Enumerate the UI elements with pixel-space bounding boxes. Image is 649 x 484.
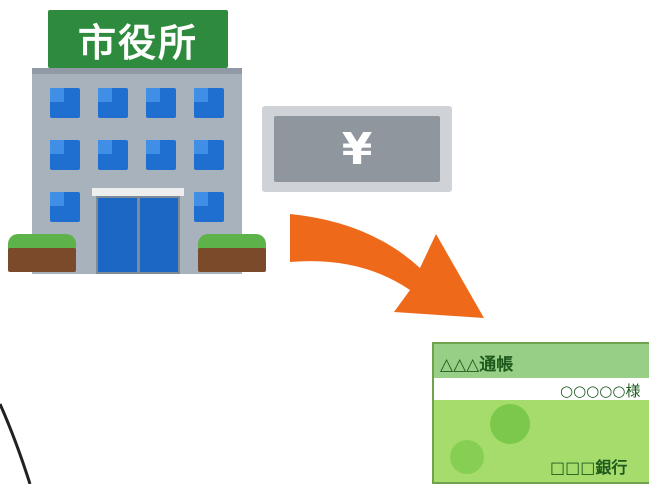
window [146, 88, 176, 118]
bush-icon [8, 234, 76, 252]
planter-left [8, 234, 76, 278]
window [194, 192, 224, 222]
window [194, 140, 224, 170]
passbook-holder-name: ○○○○○様 [560, 382, 641, 400]
banknote-center: ¥ [274, 116, 440, 182]
door-canopy [92, 188, 184, 196]
roof-edge [32, 68, 242, 74]
passbook-header [434, 344, 649, 378]
decorative-circle [490, 404, 530, 444]
window [50, 140, 80, 170]
passbook-bank-name: □□□銀行 [550, 458, 628, 477]
bush-icon [198, 234, 266, 252]
window [50, 192, 80, 222]
yen-symbol-icon: ¥ [341, 123, 373, 175]
planter-box [198, 248, 266, 272]
planter-box [8, 248, 76, 272]
window [98, 140, 128, 170]
city-hall-sign-text: 市役所 [77, 20, 198, 65]
passbook-name-bar [434, 378, 649, 400]
window [98, 88, 128, 118]
planter-right [198, 234, 266, 278]
window [50, 88, 80, 118]
window [146, 140, 176, 170]
window [194, 88, 224, 118]
decorative-circle [450, 440, 484, 474]
door-divider [137, 198, 140, 274]
passbook-title: △△△通帳 [440, 355, 514, 375]
city-hall-sign: 市役所 [48, 10, 228, 68]
